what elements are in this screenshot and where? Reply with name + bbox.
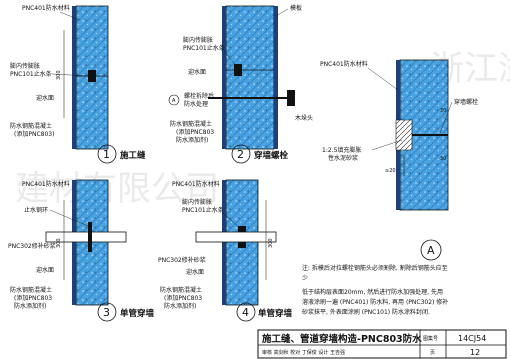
label-concrete: 防水钢筋混凝土 bbox=[160, 286, 202, 294]
dim-300: 300 bbox=[56, 238, 62, 248]
label-water-side: 迎水面 bbox=[36, 94, 54, 102]
page-label: 页 bbox=[430, 350, 435, 356]
detail-caption: 穿墙螺栓 bbox=[254, 150, 289, 161]
label-fill: 1:2.5填充膨胀 bbox=[322, 146, 361, 154]
label-concrete-add2: 防水添加剂) bbox=[14, 302, 46, 310]
wall-concrete bbox=[225, 5, 275, 150]
label-water-side: 迎水面 bbox=[188, 68, 206, 76]
detail-number-circle bbox=[236, 302, 256, 322]
label-stop2: PNC101止水条 bbox=[182, 206, 224, 214]
dim-30b: 30 bbox=[440, 156, 446, 162]
label-wood-block: 木垛头 bbox=[295, 114, 313, 122]
label-concrete-add: (添加PNC803) bbox=[14, 130, 54, 138]
label-water-side: 迎水面 bbox=[186, 268, 204, 276]
ref-a: A bbox=[172, 98, 176, 104]
water-stop-strip bbox=[88, 70, 96, 82]
label-concrete-add2: 防水添加剂) bbox=[164, 302, 196, 310]
water-stop-top bbox=[238, 226, 246, 232]
label-concrete-add2: 防水添加剂) bbox=[176, 136, 208, 144]
detail-caption: 单管穿墙 bbox=[258, 308, 293, 319]
detail-letter: A bbox=[427, 244, 435, 257]
water-stop-bottom bbox=[238, 242, 246, 248]
label-stop1: 膨内传膨胀 bbox=[10, 62, 40, 70]
detail-4-single-pipe: 300 PNC401防水材料 膨内传膨胀 PNC101止水条 PNC302修补砂… bbox=[158, 179, 293, 322]
title: 施工缝、管道穿墙构造-PNC803防水 bbox=[262, 333, 422, 345]
detail-number-circle bbox=[97, 302, 117, 322]
detail-number: 3 bbox=[103, 306, 110, 319]
label-concrete: 防水钢筋混凝土 bbox=[10, 122, 52, 130]
label-bolt: 穿墙螺栓 bbox=[454, 98, 478, 106]
dim-ge20: ≥20 bbox=[385, 168, 396, 174]
label-repair: PNC302修补砂浆 bbox=[158, 256, 206, 264]
dim-300: 300 bbox=[56, 70, 62, 80]
label-formwork: 模板 bbox=[290, 4, 302, 12]
title-block: 施工缝、管道穿墙构造-PNC803防水 图集号 14CJ54 审核 高剑秋 校对… bbox=[257, 329, 507, 359]
label-stop2: PNC101止水条 bbox=[10, 70, 52, 78]
watermark-left: 建材有限公司 bbox=[15, 169, 219, 209]
label-fill2: 性水泥砂浆 bbox=[328, 154, 358, 162]
detail-number: 1 bbox=[103, 148, 110, 161]
detail-1-construction-joint: 300 PNC401防水材料 膨内传膨胀 PNC101止水条 迎水面 防水钢筋混… bbox=[10, 4, 146, 164]
label-concrete: 防水钢筋混凝土 bbox=[170, 120, 212, 128]
waterproof-coating bbox=[72, 6, 76, 149]
detail-number-circle bbox=[231, 144, 251, 164]
label-concrete-add: (添加PNC803 bbox=[164, 294, 202, 302]
label-concrete-add: (添加PNC803 bbox=[176, 128, 214, 136]
pipe bbox=[195, 231, 277, 243]
ref-circle-a bbox=[168, 94, 180, 106]
waterproof-coating bbox=[72, 180, 76, 305]
note-line-5: 砂浆抹平, 外表面涂刷 (PNC101) 防水涂料封闭. bbox=[302, 308, 430, 316]
mortar-fill bbox=[395, 119, 413, 151]
detail-number-circle bbox=[97, 144, 117, 164]
detail-2-through-wall-bolt: 模板 膨内传膨胀 PNC101止水条 迎水面 A 螺栓拆除后 防水处理 木垛头 … bbox=[168, 4, 313, 164]
label-top: PNC401防水材料 bbox=[320, 60, 368, 68]
note-line-4: 溶液涂刷一遍 (PNC401) 防水料, 再用 (PNC302) 修补 bbox=[302, 298, 448, 306]
waterproof-coating bbox=[222, 6, 226, 149]
label-stop2: PNC101止水条 bbox=[183, 44, 225, 52]
label-top: PNC401防水材料 bbox=[172, 180, 220, 188]
label-concrete: 防水钢筋混凝土 bbox=[10, 286, 52, 294]
label-water-side: 迎水面 bbox=[36, 266, 54, 274]
label-top: PNC401防水材料 bbox=[22, 180, 70, 188]
detail-letter-circle bbox=[420, 239, 442, 261]
wall-concrete bbox=[75, 179, 109, 306]
water-stop-strip bbox=[234, 64, 242, 76]
page-no: 12 bbox=[470, 348, 480, 357]
wall-concrete bbox=[75, 5, 109, 150]
label-repair: PNC302修补砂浆 bbox=[8, 242, 56, 250]
note-line-3: 低于结构层表面20mm, 然后进行防水加强处理, 先用 bbox=[302, 288, 443, 296]
label-stop1: 膨内传膨胀 bbox=[183, 36, 213, 44]
detail-number: 2 bbox=[237, 148, 244, 161]
label-bolt-treatment: 防水处理 bbox=[184, 100, 208, 108]
waterproof-coating bbox=[222, 180, 226, 305]
detail-a-bolt-end-treatment: ≥20 30 30 PNC401防水材料 穿墙螺栓 1:2.5填充膨胀 性水泥砂… bbox=[320, 59, 478, 261]
atlas-label: 图集号 bbox=[423, 335, 438, 342]
atlas-no: 14CJ54 bbox=[458, 334, 486, 343]
notes: 注: 拆模后对拉螺栓钢筋头必须割除, 割除后钢筋头应至 少 低于结构层表面20m… bbox=[302, 264, 448, 316]
steel-ring bbox=[88, 222, 92, 252]
detail-caption: 施工缝 bbox=[120, 150, 146, 161]
formwork bbox=[274, 6, 278, 149]
dim-30a: 30 bbox=[440, 108, 446, 114]
dim-300: 300 bbox=[268, 238, 274, 248]
label-top: PNC401防水材料 bbox=[22, 4, 70, 12]
pipe bbox=[45, 231, 127, 243]
detail-3-single-pipe: 300 PNC401防水材料 止水钢环 PNC302修补砂浆 迎水面 防水钢筋混… bbox=[8, 179, 155, 322]
detail-caption: 单管穿墙 bbox=[120, 308, 155, 319]
label-ring: 止水钢环 bbox=[24, 206, 48, 214]
sign-row: 审核 高剑秋 校对 丁保俊 设计 王吉强 bbox=[262, 349, 345, 356]
wood-block bbox=[287, 90, 295, 106]
note-line-1: 注: 拆模后对拉螺栓钢筋头必须割除, 割除后钢筋头应至 bbox=[302, 264, 448, 272]
label-bolt-removal: 螺栓拆除后 bbox=[184, 92, 214, 100]
label-concrete-add: (添加PNC803 bbox=[14, 294, 52, 302]
detail-number: 4 bbox=[242, 306, 249, 319]
note-line-2: 少 bbox=[302, 275, 308, 282]
label-stop1: 膨内传膨胀 bbox=[182, 198, 212, 206]
